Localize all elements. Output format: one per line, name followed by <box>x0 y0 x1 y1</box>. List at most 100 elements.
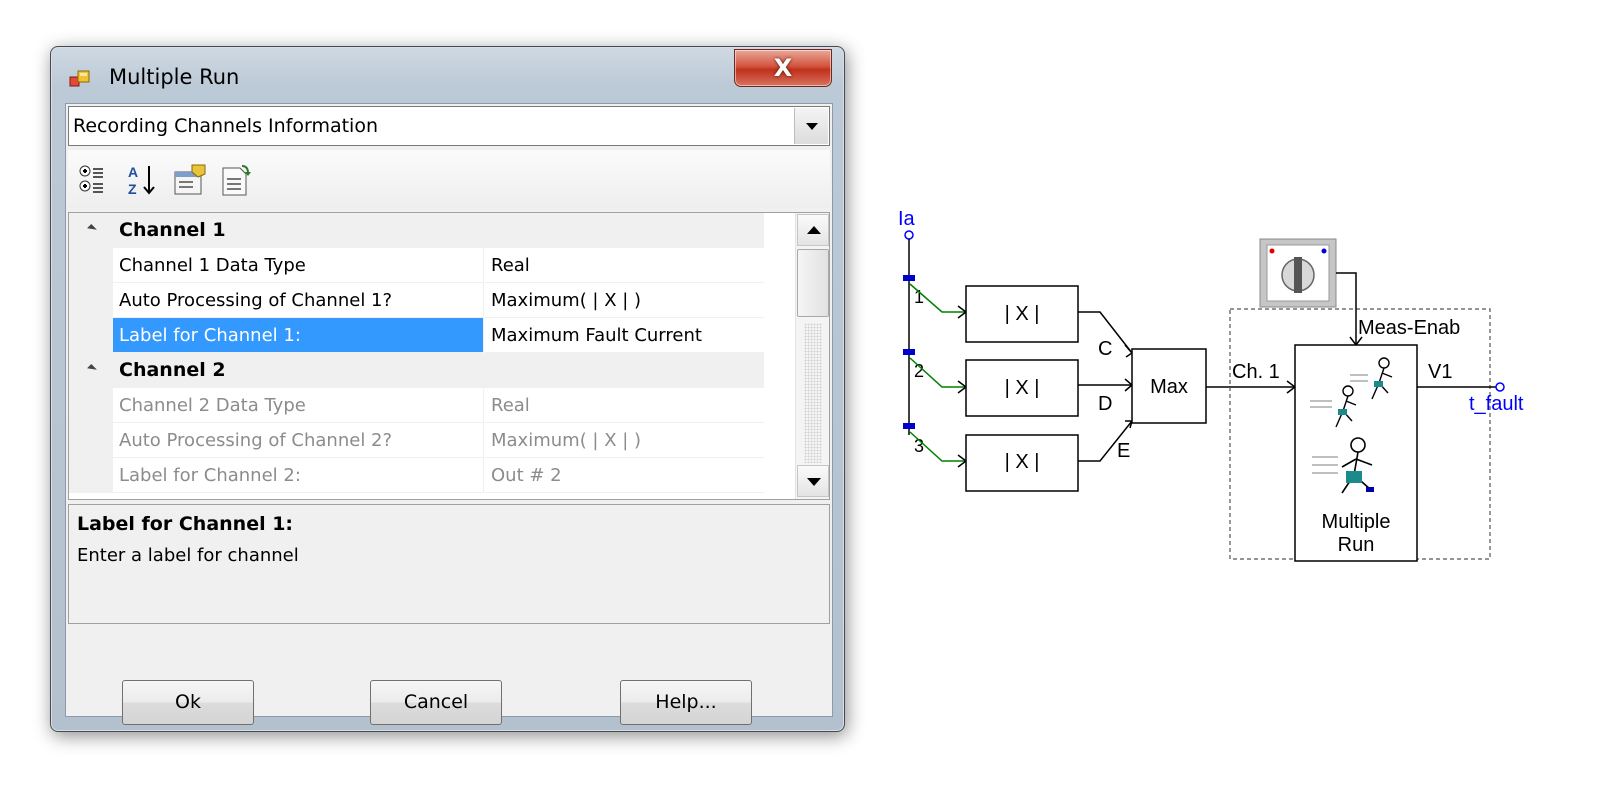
abs-block-2[interactable] <box>965 359 1079 417</box>
block-label-line1: Multiple <box>1322 511 1391 533</box>
property-value[interactable]: Maximum( | X | ) <box>485 283 764 318</box>
svg-text:A: A <box>128 164 138 180</box>
output-label: t_fault <box>1469 393 1524 415</box>
max-input-e: E <box>1117 440 1130 462</box>
abs-label: | X | <box>1005 377 1040 399</box>
runner-icon <box>1350 357 1393 400</box>
knob-lever-icon <box>1294 257 1302 293</box>
chevron-down-icon <box>806 123 818 130</box>
dropdown-arrow-button[interactable] <box>794 108 828 144</box>
runner-icon <box>1310 385 1357 428</box>
output-terminal[interactable] <box>1495 382 1505 392</box>
close-icon: X <box>773 54 793 82</box>
cancel-button[interactable]: Cancel <box>370 680 502 725</box>
tap-number-3: 3 <box>914 436 924 456</box>
tap-pin-2[interactable] <box>903 349 915 355</box>
row-gutter <box>69 283 113 318</box>
abs-label: | X | <box>1005 303 1040 325</box>
description-text: Enter a label for channel <box>77 545 299 566</box>
property-name: Auto Processing of Channel 2? <box>113 423 484 458</box>
property-row[interactable]: Channel 2 Data Type Real <box>69 388 764 423</box>
categorized-icon[interactable] <box>78 162 114 198</box>
property-name: Channel 1 Data Type <box>113 248 484 283</box>
output-pin-label: V1 <box>1428 361 1452 383</box>
tap-pin-3[interactable] <box>903 423 915 429</box>
tap-number-1: 1 <box>914 287 924 307</box>
section-dropdown[interactable]: Recording Channels Information <box>68 106 830 146</box>
property-row[interactable]: Auto Processing of Channel 1? Maximum( |… <box>69 283 764 318</box>
property-grid-toolbar: A Z <box>68 150 830 208</box>
alphabetical-sort-icon[interactable]: A Z <box>126 162 162 198</box>
block-label-line2: Run <box>1338 534 1375 556</box>
max-input-c: C <box>1098 338 1112 360</box>
section-dropdown-value: Recording Channels Information <box>73 115 378 137</box>
scroll-down-button[interactable] <box>797 465 829 497</box>
schematic-diagram: Ia 1 2 3 | X | | X | | X | C D E Max Ch.… <box>898 208 1524 562</box>
property-name: Label for Channel 2: <box>113 458 484 493</box>
multiple-run-dialog: Multiple Run X Recording Channels Inform… <box>50 46 845 732</box>
category-label: Channel 2 <box>119 359 226 381</box>
events-icon[interactable] <box>218 162 254 198</box>
abs-block-3[interactable] <box>965 434 1079 492</box>
window-title: Multiple Run <box>109 65 240 89</box>
category-channel-2[interactable]: Channel 2 <box>69 353 764 388</box>
property-value[interactable]: Maximum Fault Current <box>485 318 764 353</box>
scroll-thumb[interactable] <box>797 249 829 317</box>
app-icon <box>69 70 90 87</box>
tap-wire-1 <box>909 283 966 313</box>
input-terminal[interactable] <box>904 230 914 240</box>
property-value[interactable]: Out # 2 <box>485 458 764 493</box>
tap-wire-3 <box>909 431 966 462</box>
row-gutter <box>69 388 113 423</box>
scroll-track[interactable] <box>804 323 822 463</box>
max-block[interactable] <box>1131 348 1207 424</box>
abs-label: | X | <box>1005 451 1040 473</box>
property-grid[interactable]: Channel 1 Channel 1 Data Type Real Auto … <box>68 212 830 500</box>
status-led-blue <box>1321 248 1327 254</box>
tap-number-2: 2 <box>914 361 924 381</box>
wire-c <box>1078 311 1133 354</box>
input-label: Ia <box>898 208 916 230</box>
enable-wire <box>1336 272 1357 345</box>
row-gutter <box>69 248 113 283</box>
property-row[interactable]: Auto Processing of Channel 2? Maximum( |… <box>69 423 764 458</box>
property-row[interactable]: Label for Channel 2: Out # 2 <box>69 458 764 493</box>
category-label: Channel 1 <box>119 219 226 241</box>
property-pages-icon[interactable] <box>172 162 208 198</box>
row-gutter <box>69 318 113 353</box>
collapse-triangle-icon[interactable] <box>87 224 97 234</box>
scroll-up-button[interactable] <box>797 214 829 246</box>
close-button[interactable]: X <box>734 49 832 87</box>
status-led-red <box>1269 248 1275 254</box>
channel-label: Ch. 1 <box>1232 361 1280 383</box>
max-label: Max <box>1150 376 1188 398</box>
category-channel-1[interactable]: Channel 1 <box>69 213 764 248</box>
property-row[interactable]: Channel 1 Data Type Real <box>69 248 764 283</box>
row-gutter <box>69 458 113 493</box>
property-name: Channel 2 Data Type <box>113 388 484 423</box>
row-gutter <box>69 423 113 458</box>
svg-text:Z: Z <box>128 181 137 197</box>
wire-e <box>1078 420 1133 462</box>
tap-wire-2 <box>909 357 966 388</box>
property-name: Auto Processing of Channel 1? <box>113 283 484 318</box>
ok-button[interactable]: Ok <box>122 680 254 725</box>
arrow-icon <box>1124 344 1134 358</box>
tap-pin-1[interactable] <box>903 275 915 281</box>
help-button[interactable]: Help... <box>620 680 752 725</box>
enable-label: Meas-Enab <box>1358 317 1460 339</box>
property-value[interactable]: Real <box>485 248 764 283</box>
vertical-scrollbar[interactable] <box>795 213 829 499</box>
collapse-triangle-icon[interactable] <box>87 364 97 374</box>
abs-block-1[interactable] <box>965 285 1079 343</box>
property-description-panel: Label for Channel 1: Enter a label for c… <box>68 504 830 624</box>
property-value[interactable]: Maximum( | X | ) <box>485 423 764 458</box>
max-input-d: D <box>1098 393 1112 415</box>
property-name: Label for Channel 1: <box>113 318 484 353</box>
description-title: Label for Channel 1: <box>77 513 294 535</box>
title-bar[interactable]: Multiple Run X <box>51 47 844 103</box>
property-row-selected[interactable]: Label for Channel 1: Maximum Fault Curre… <box>69 318 764 353</box>
dialog-client-area: Recording Channels Information <box>65 103 833 725</box>
chevron-up-icon <box>807 226 821 234</box>
property-value[interactable]: Real <box>485 388 764 423</box>
